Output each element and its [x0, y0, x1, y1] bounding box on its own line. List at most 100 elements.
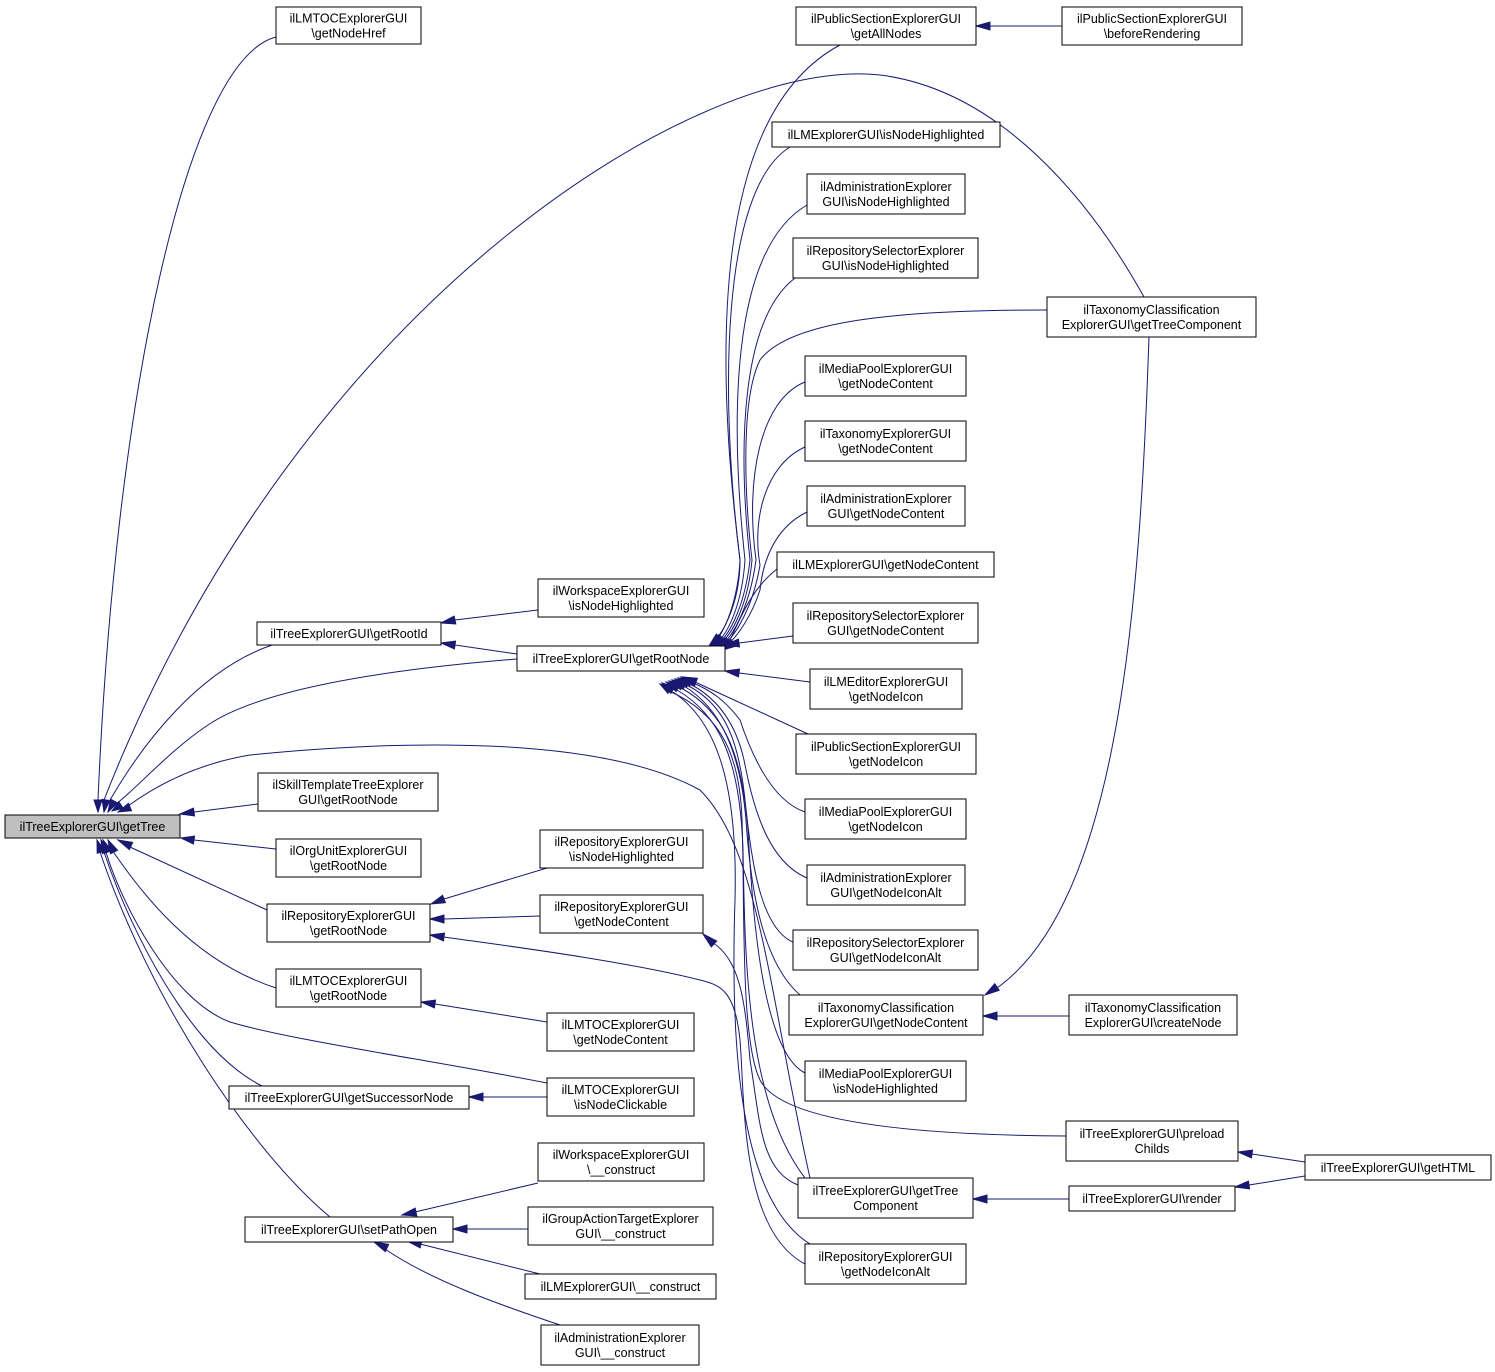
node-admin-is-node-highlighted[interactable]: ilAdministrationExplorerGUI\isNodeHighli…: [806, 173, 966, 215]
node-tax-get-node-content[interactable]: ilTaxonomyExplorerGUI\getNodeContent: [804, 420, 967, 462]
arrow-head: [1233, 1180, 1251, 1190]
node-get-root-id[interactable]: ilTreeExplorerGUI\getRootId: [256, 621, 442, 646]
node-lm-construct[interactable]: ilLMExplorerGUI\__construct: [524, 1273, 717, 1300]
node-label-line: ilWorkspaceExplorerGUI: [553, 1148, 690, 1162]
node-lmtoc-is-node-clickable[interactable]: ilLMTOCExplorerGUI\isNodeClickable: [546, 1077, 695, 1117]
edge-preload-childs-to-get-root-node: [658, 683, 1067, 1137]
node-label-line: ilMediaPoolExplorerGUI: [819, 362, 952, 376]
node-group-construct[interactable]: ilGroupActionTargetExplorerGUI\__constru…: [527, 1206, 714, 1246]
node-get-root-node[interactable]: ilTreeExplorerGUI\getRootNode: [516, 645, 726, 672]
node-label-line: ExplorerGUI\getNodeContent: [804, 1016, 968, 1030]
edge-get-html-to-render: [1233, 1175, 1306, 1190]
node-label-line: GUI\isNodeHighlighted: [822, 195, 949, 209]
node-tax-class-get-node-content[interactable]: ilTaxonomyClassificationExplorerGUI\getN…: [788, 994, 984, 1036]
node-repo-get-node-content[interactable]: ilRepositoryExplorerGUI\getNodeContent: [539, 894, 704, 934]
edge-get-successor-node-to-get-tree: [100, 838, 263, 1087]
node-label-line: \getNodeHref: [311, 27, 386, 41]
node-label-line: \getRootNode: [310, 989, 387, 1003]
edge-get-tree-component-to-repo-get-node-content: [701, 932, 799, 1186]
node-label-line: ilRepositorySelectorExplorer: [807, 936, 965, 950]
node-label-line: \getNodeContent: [573, 1033, 668, 1047]
node-admin-get-node-icon-alt[interactable]: ilAdministrationExplorerGUI\getNodeIconA…: [806, 864, 966, 906]
edge-tax-class-get-tree-component-to-get-tree: [101, 73, 1145, 814]
arrow-head: [96, 838, 106, 854]
node-tax-class-get-tree-component[interactable]: ilTaxonomyClassificationExplorerGUI\getT…: [1046, 296, 1257, 338]
node-repo-is-node-highlighted[interactable]: ilRepositoryExplorerGUI\isNodeHighlighte…: [539, 829, 704, 869]
edge-pub-get-node-icon-to-get-root-node: [681, 676, 809, 735]
node-get-tree[interactable]: ilTreeExplorerGUI\getTree: [4, 814, 181, 839]
edge-repo-get-node-content-to-repo-get-root-node: [428, 914, 541, 924]
node-label-line: ilTreeExplorerGUI\getHTML: [1321, 1161, 1475, 1175]
node-repo-sel-is-node-highlighted[interactable]: ilRepositorySelectorExplorerGUI\isNodeHi…: [792, 237, 979, 279]
node-label-line: \getNodeIcon: [849, 755, 923, 769]
node-tax-class-create-node[interactable]: ilTaxonomyClassificationExplorerGUI\crea…: [1068, 994, 1238, 1036]
arrow-head: [974, 21, 991, 31]
arrow-head: [451, 1224, 468, 1234]
node-label-line: ilTaxonomyExplorerGUI: [820, 427, 951, 441]
arrow-head: [429, 894, 447, 905]
node-render[interactable]: ilTreeExplorerGUI\render: [1068, 1185, 1236, 1212]
node-label-line: ilPublicSectionExplorerGUI: [1077, 12, 1227, 26]
node-label-line: ilTreeExplorerGUI\setPathOpen: [261, 1223, 437, 1237]
node-label-line: ilTreeExplorerGUI\getRootNode: [533, 652, 710, 666]
node-label-line: ilLMExplorerGUI\__construct: [541, 1280, 701, 1294]
node-label-line: ilLMTOCExplorerGUI: [562, 1018, 680, 1032]
node-label-line: ilTreeExplorerGUI\getRootId: [270, 627, 427, 641]
edge-lmtoc-is-node-clickable-to-get-tree: [102, 838, 548, 1084]
arrow-head: [101, 798, 111, 814]
edge-get-html-to-preload-childs: [1236, 1149, 1306, 1163]
node-label-line: \isNodeHighlighted: [833, 1082, 938, 1096]
node-label-line: GUI\getNodeIconAlt: [830, 886, 942, 900]
node-label-line: ilRepositoryExplorerGUI: [281, 909, 415, 923]
node-mp-get-node-content[interactable]: ilMediaPoolExplorerGUI\getNodeContent: [804, 355, 967, 397]
node-ws-is-node-highlighted[interactable]: ilWorkspaceExplorerGUI\isNodeHighlighted: [537, 578, 705, 618]
node-label-line: \getNodeIcon: [849, 690, 923, 704]
node-label-line: \getNodeContent: [838, 442, 933, 456]
edge-tax-class-create-node-to-tax-class-get-node-content: [981, 1011, 1069, 1021]
node-lmtoc-get-node-content[interactable]: ilLMTOCExplorerGUI\getNodeContent: [546, 1012, 695, 1052]
arrow-head: [983, 982, 1000, 997]
node-pub-get-all-nodes[interactable]: ilPublicSectionExplorerGUI\getAllNodes: [795, 6, 977, 46]
node-repo-sel-get-node-icon-alt[interactable]: ilRepositorySelectorExplorerGUI\getNodeI…: [792, 929, 979, 971]
edge-lmtoc-is-node-clickable-to-get-successor-node: [467, 1092, 547, 1102]
node-label-line: ilTreeExplorerGUI\preload: [1080, 1127, 1225, 1141]
node-lm-edit-get-node-icon[interactable]: ilLMEditorExplorerGUI\getNodeIcon: [809, 668, 963, 710]
node-repo-get-root-node[interactable]: ilRepositoryExplorerGUI\getRootNode: [266, 903, 431, 943]
node-label-line: \beforeRendering: [1104, 27, 1201, 41]
edge-repo-get-root-node-to-get-tree: [116, 839, 268, 911]
arrow-head: [428, 932, 446, 942]
node-admin-get-node-content[interactable]: ilAdministrationExplorerGUI\getNodeConte…: [806, 485, 966, 527]
node-pub-get-node-icon[interactable]: ilPublicSectionExplorerGUI\getNodeIcon: [795, 733, 977, 775]
node-repo-get-node-icon-alt[interactable]: ilRepositoryExplorerGUI\getNodeIconAlt: [804, 1243, 967, 1285]
edge-lmtoc-get-node-href-to-get-tree: [93, 36, 277, 814]
arrow-head: [439, 615, 457, 625]
arrow-head: [179, 835, 196, 845]
node-org-get-root-node[interactable]: ilOrgUnitExplorerGUI\getRootNode: [275, 838, 422, 878]
node-label-line: ilSkillTemplateTreeExplorer: [273, 778, 424, 792]
node-label-line: GUI\getNodeContent: [827, 624, 944, 638]
node-lm-is-node-highlighted[interactable]: ilLMExplorerGUI\isNodeHighlighted: [771, 121, 1001, 148]
node-get-tree-component[interactable]: ilTreeExplorerGUI\getTreeComponent: [797, 1177, 974, 1219]
node-label-line: GUI\__construct: [575, 1346, 666, 1360]
edge-skill-get-root-node-to-get-tree: [178, 803, 259, 817]
node-ws-construct[interactable]: ilWorkspaceExplorerGUI\__construct: [537, 1142, 705, 1182]
node-label-line: GUI\getRootNode: [298, 793, 397, 807]
node-label-line: ilTaxonomyClassification: [1085, 1001, 1221, 1015]
node-lmtoc-get-root-node[interactable]: ilLMTOCExplorerGUI\getRootNode: [275, 968, 422, 1008]
node-repo-sel-get-node-content[interactable]: ilRepositorySelectorExplorerGUI\getNodeC…: [792, 602, 979, 644]
node-label-line: ilLMTOCExplorerGUI: [290, 974, 408, 988]
node-mp-is-node-highlighted[interactable]: ilMediaPoolExplorerGUI\isNodeHighlighted: [804, 1060, 967, 1102]
node-lm-get-node-content[interactable]: ilLMExplorerGUI\getNodeContent: [776, 551, 995, 578]
node-get-html[interactable]: ilTreeExplorerGUI\getHTML: [1304, 1154, 1492, 1181]
node-label-line: ilTreeExplorerGUI\getTree: [813, 1184, 959, 1198]
node-pub-before-rendering[interactable]: ilPublicSectionExplorerGUI\beforeRenderi…: [1061, 6, 1243, 46]
node-skill-get-root-node[interactable]: ilSkillTemplateTreeExplorerGUI\getRootNo…: [257, 772, 439, 812]
node-label-line: ilTreeExplorerGUI\render: [1082, 1192, 1221, 1206]
node-label-line: \getNodeContent: [838, 377, 933, 391]
node-set-path-open[interactable]: ilTreeExplorerGUI\setPathOpen: [244, 1216, 454, 1243]
node-get-successor-node[interactable]: ilTreeExplorerGUI\getSuccessorNode: [228, 1085, 470, 1110]
node-mp-get-node-icon[interactable]: ilMediaPoolExplorerGUI\getNodeIcon: [804, 798, 967, 840]
node-lmtoc-get-node-href[interactable]: ilLMTOCExplorerGUI\getNodeHref: [275, 6, 422, 45]
